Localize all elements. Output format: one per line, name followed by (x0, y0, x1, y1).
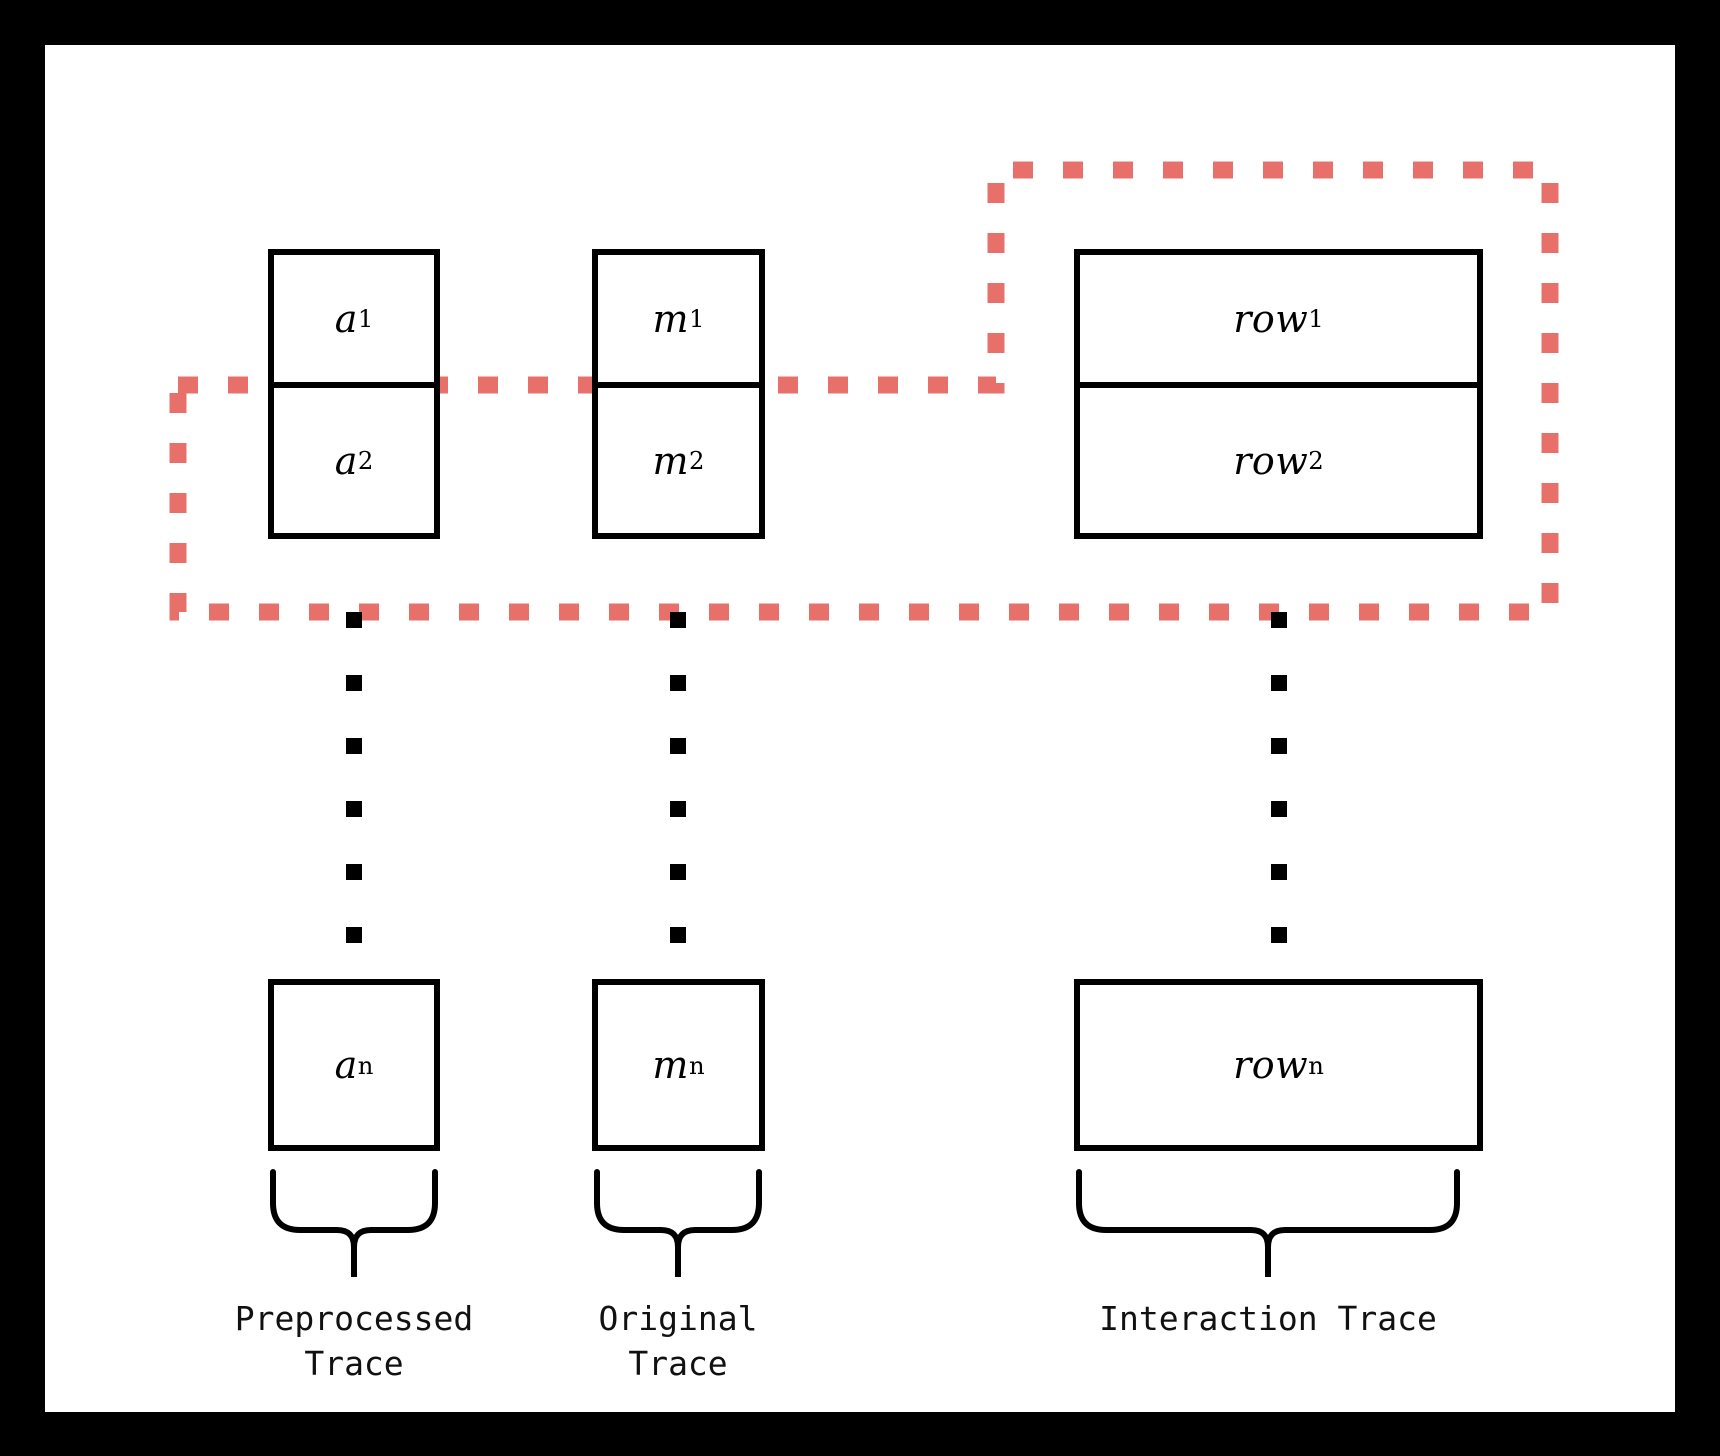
group-label-interaction-trace: Interaction Trace (1099, 1299, 1437, 1338)
ellipsis-dot (670, 927, 686, 943)
ellipsis-dot (670, 864, 686, 880)
ellipsis-dot (1271, 738, 1287, 754)
highlight-dashed-path-layer (169, 161, 1559, 621)
brace-preprocessed (270, 1169, 438, 1277)
cell-m2-box (592, 382, 765, 539)
brace-curly-bottom (594, 1169, 762, 1277)
cell-a2-sub: 2 (357, 446, 374, 475)
cell-a1-sub: 1 (357, 304, 374, 333)
ellipsis-dot (346, 675, 362, 691)
boxes-layer (268, 249, 1483, 1277)
ellipsis-dot (1271, 675, 1287, 691)
cell-m2-sub: 2 (689, 446, 705, 475)
ellipsis-dot (346, 738, 362, 754)
column-interaction-boxes (1074, 249, 1483, 1151)
cell-an-sub: n (357, 1050, 374, 1080)
cell-row2-box (1074, 382, 1483, 539)
group-label-preprocessed-trace: Preprocessed Trace (234, 1299, 474, 1383)
cell-row2-base: row (1233, 438, 1309, 483)
ellipsis-dot (670, 801, 686, 817)
ellipsis-preprocessed (346, 612, 362, 943)
column-original-boxes (592, 249, 765, 1151)
ellipsis-dot (1271, 864, 1287, 880)
ellipsis-dot (670, 738, 686, 754)
ellipsis-dot (1271, 801, 1287, 817)
cell-an-base: a (334, 1043, 358, 1087)
ellipsis-dot (346, 801, 362, 817)
brace-original (594, 1169, 762, 1277)
dashed-region-group (169, 161, 1559, 621)
column-preprocessed-boxes (268, 249, 440, 1151)
ellipsis-dot (670, 612, 686, 628)
ellipsis-dot (346, 612, 362, 628)
cell-m2-base: m (652, 438, 690, 483)
cell-rown-sub: n (1308, 1050, 1324, 1080)
cell-an-box (268, 979, 440, 1151)
cell-m1-sub: 1 (689, 304, 705, 333)
brace-interaction (1076, 1169, 1460, 1277)
ellipsis-dot (1271, 927, 1287, 943)
cell-rown-base: row (1233, 1043, 1309, 1087)
cell-row1-base: row (1233, 296, 1309, 341)
cell-row1-sub: 1 (1308, 304, 1324, 333)
cell-m1-box (592, 249, 765, 388)
brace-curly-bottom (1076, 1169, 1460, 1277)
cell-a1-box (268, 249, 440, 388)
cell-mn-box (592, 979, 765, 1151)
cell-a1-base: a (334, 296, 358, 341)
ellipsis-dot (670, 675, 686, 691)
ellipsis-dot (1271, 612, 1287, 628)
ellipsis-dot (346, 864, 362, 880)
cell-a2-base: a (334, 438, 358, 483)
cell-a2-box (268, 382, 440, 539)
group-label-original-trace: Original Trace (598, 1299, 758, 1383)
ellipsis-dot (346, 927, 362, 943)
cell-row1-box (1074, 249, 1483, 388)
dashed-region-outline (169, 161, 1559, 621)
ellipsis-original (670, 612, 686, 943)
ellipsis-interaction (1271, 612, 1287, 943)
cell-mn-sub: n (688, 1050, 705, 1080)
cell-row2-sub: 2 (1308, 446, 1324, 475)
cell-mn-base: m (652, 1043, 689, 1087)
cell-rown-box (1074, 979, 1483, 1151)
brace-curly-bottom (270, 1169, 438, 1277)
cell-m1-base: m (652, 296, 690, 341)
